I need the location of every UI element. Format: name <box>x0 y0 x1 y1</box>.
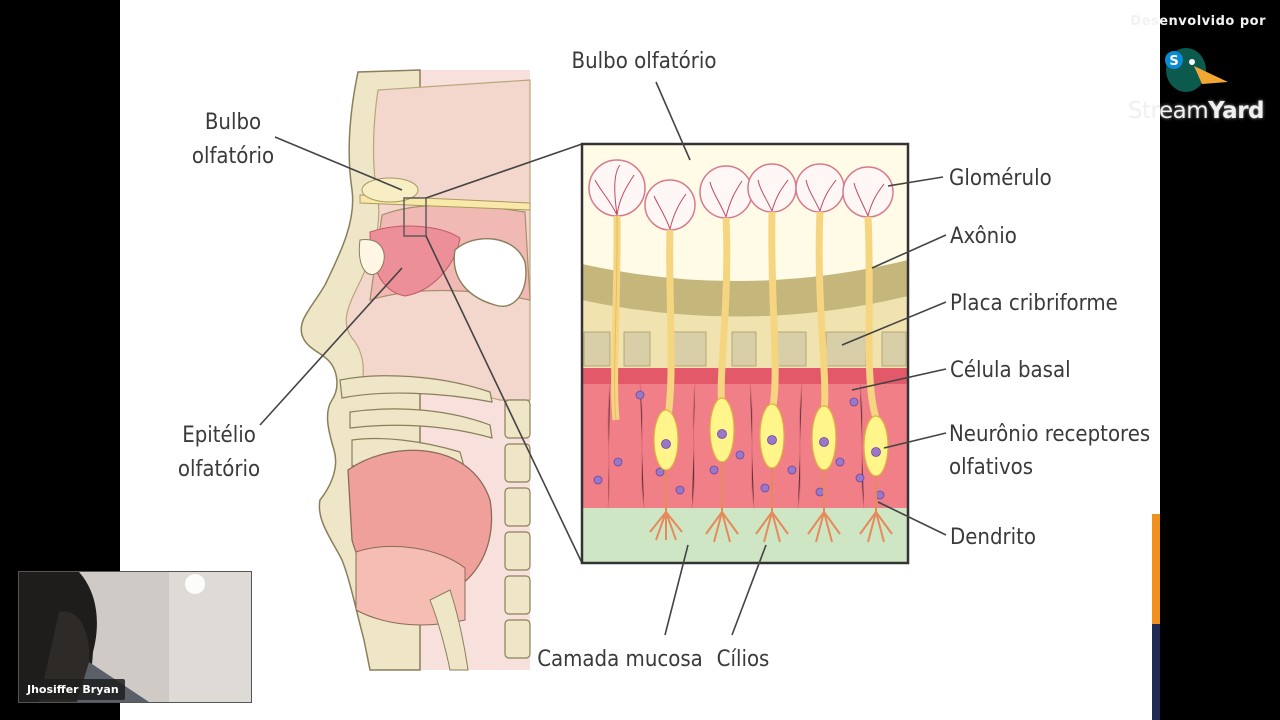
label-placa-cribriforme: Placa cribriforme <box>950 291 1118 316</box>
olfactory-diagram: Bulbo olfatório Epitélio olfatório Bulbo… <box>178 49 1150 672</box>
receptor-neurons <box>588 159 894 543</box>
streamyard-duck-logo-icon: S <box>1165 48 1228 92</box>
label-bulbo-olfatorio-left-2: olfatório <box>192 144 274 169</box>
label-neuronio-1: Neurônio receptores <box>949 422 1150 447</box>
accent-strip-navy <box>1152 624 1160 720</box>
zoom-region <box>403 197 427 237</box>
label-cilios: Cílios <box>717 647 770 672</box>
brand-name-light: Stream <box>1127 98 1209 124</box>
receptor-neuron <box>644 179 696 541</box>
receptor-neuron <box>588 159 646 421</box>
brand-name: StreamYard <box>1127 98 1265 124</box>
label-neuronio-2: olfativos <box>949 455 1033 480</box>
label-axonio: Axônio <box>950 224 1017 249</box>
label-glomerulo: Glomérulo <box>949 166 1052 191</box>
participant-name: Jhosiffer Bryan <box>21 679 125 700</box>
label-epitelio-olfatorio-1: Epitélio <box>182 423 256 448</box>
brand-name-bold: Yard <box>1208 98 1264 124</box>
label-epitelio-olfatorio-2: olfatório <box>178 457 260 482</box>
receptor-neuron <box>795 163 845 543</box>
receptor-neuron <box>747 163 797 543</box>
receptor-neuron <box>842 166 894 543</box>
slide-canvas: Bulbo olfatório Epitélio olfatório Bulbo… <box>120 0 1160 720</box>
label-bulbo-olfatorio-top: Bulbo olfatório <box>572 49 717 74</box>
accent-strip-orange <box>1152 514 1160 624</box>
head-cross-section <box>300 69 531 671</box>
label-camada-mucosa: Camada mucosa <box>537 647 703 672</box>
panel-frame <box>580 142 910 565</box>
epithelium-detail-panel <box>580 142 910 565</box>
label-bulbo-olfatorio-left-1: Bulbo <box>205 110 261 135</box>
label-dendrito: Dendrito <box>950 525 1036 550</box>
webcam-tile[interactable]: Jhosiffer Bryan <box>18 571 252 703</box>
streamyard-branding: Desenvolvido por S StreamYard <box>1116 14 1266 130</box>
svg-text:S: S <box>1169 54 1178 69</box>
brand-caption: Desenvolvido por <box>1130 14 1266 29</box>
label-celula-basal: Célula basal <box>950 358 1071 383</box>
leader-lines <box>259 81 947 636</box>
cribriform-plate <box>583 331 907 367</box>
